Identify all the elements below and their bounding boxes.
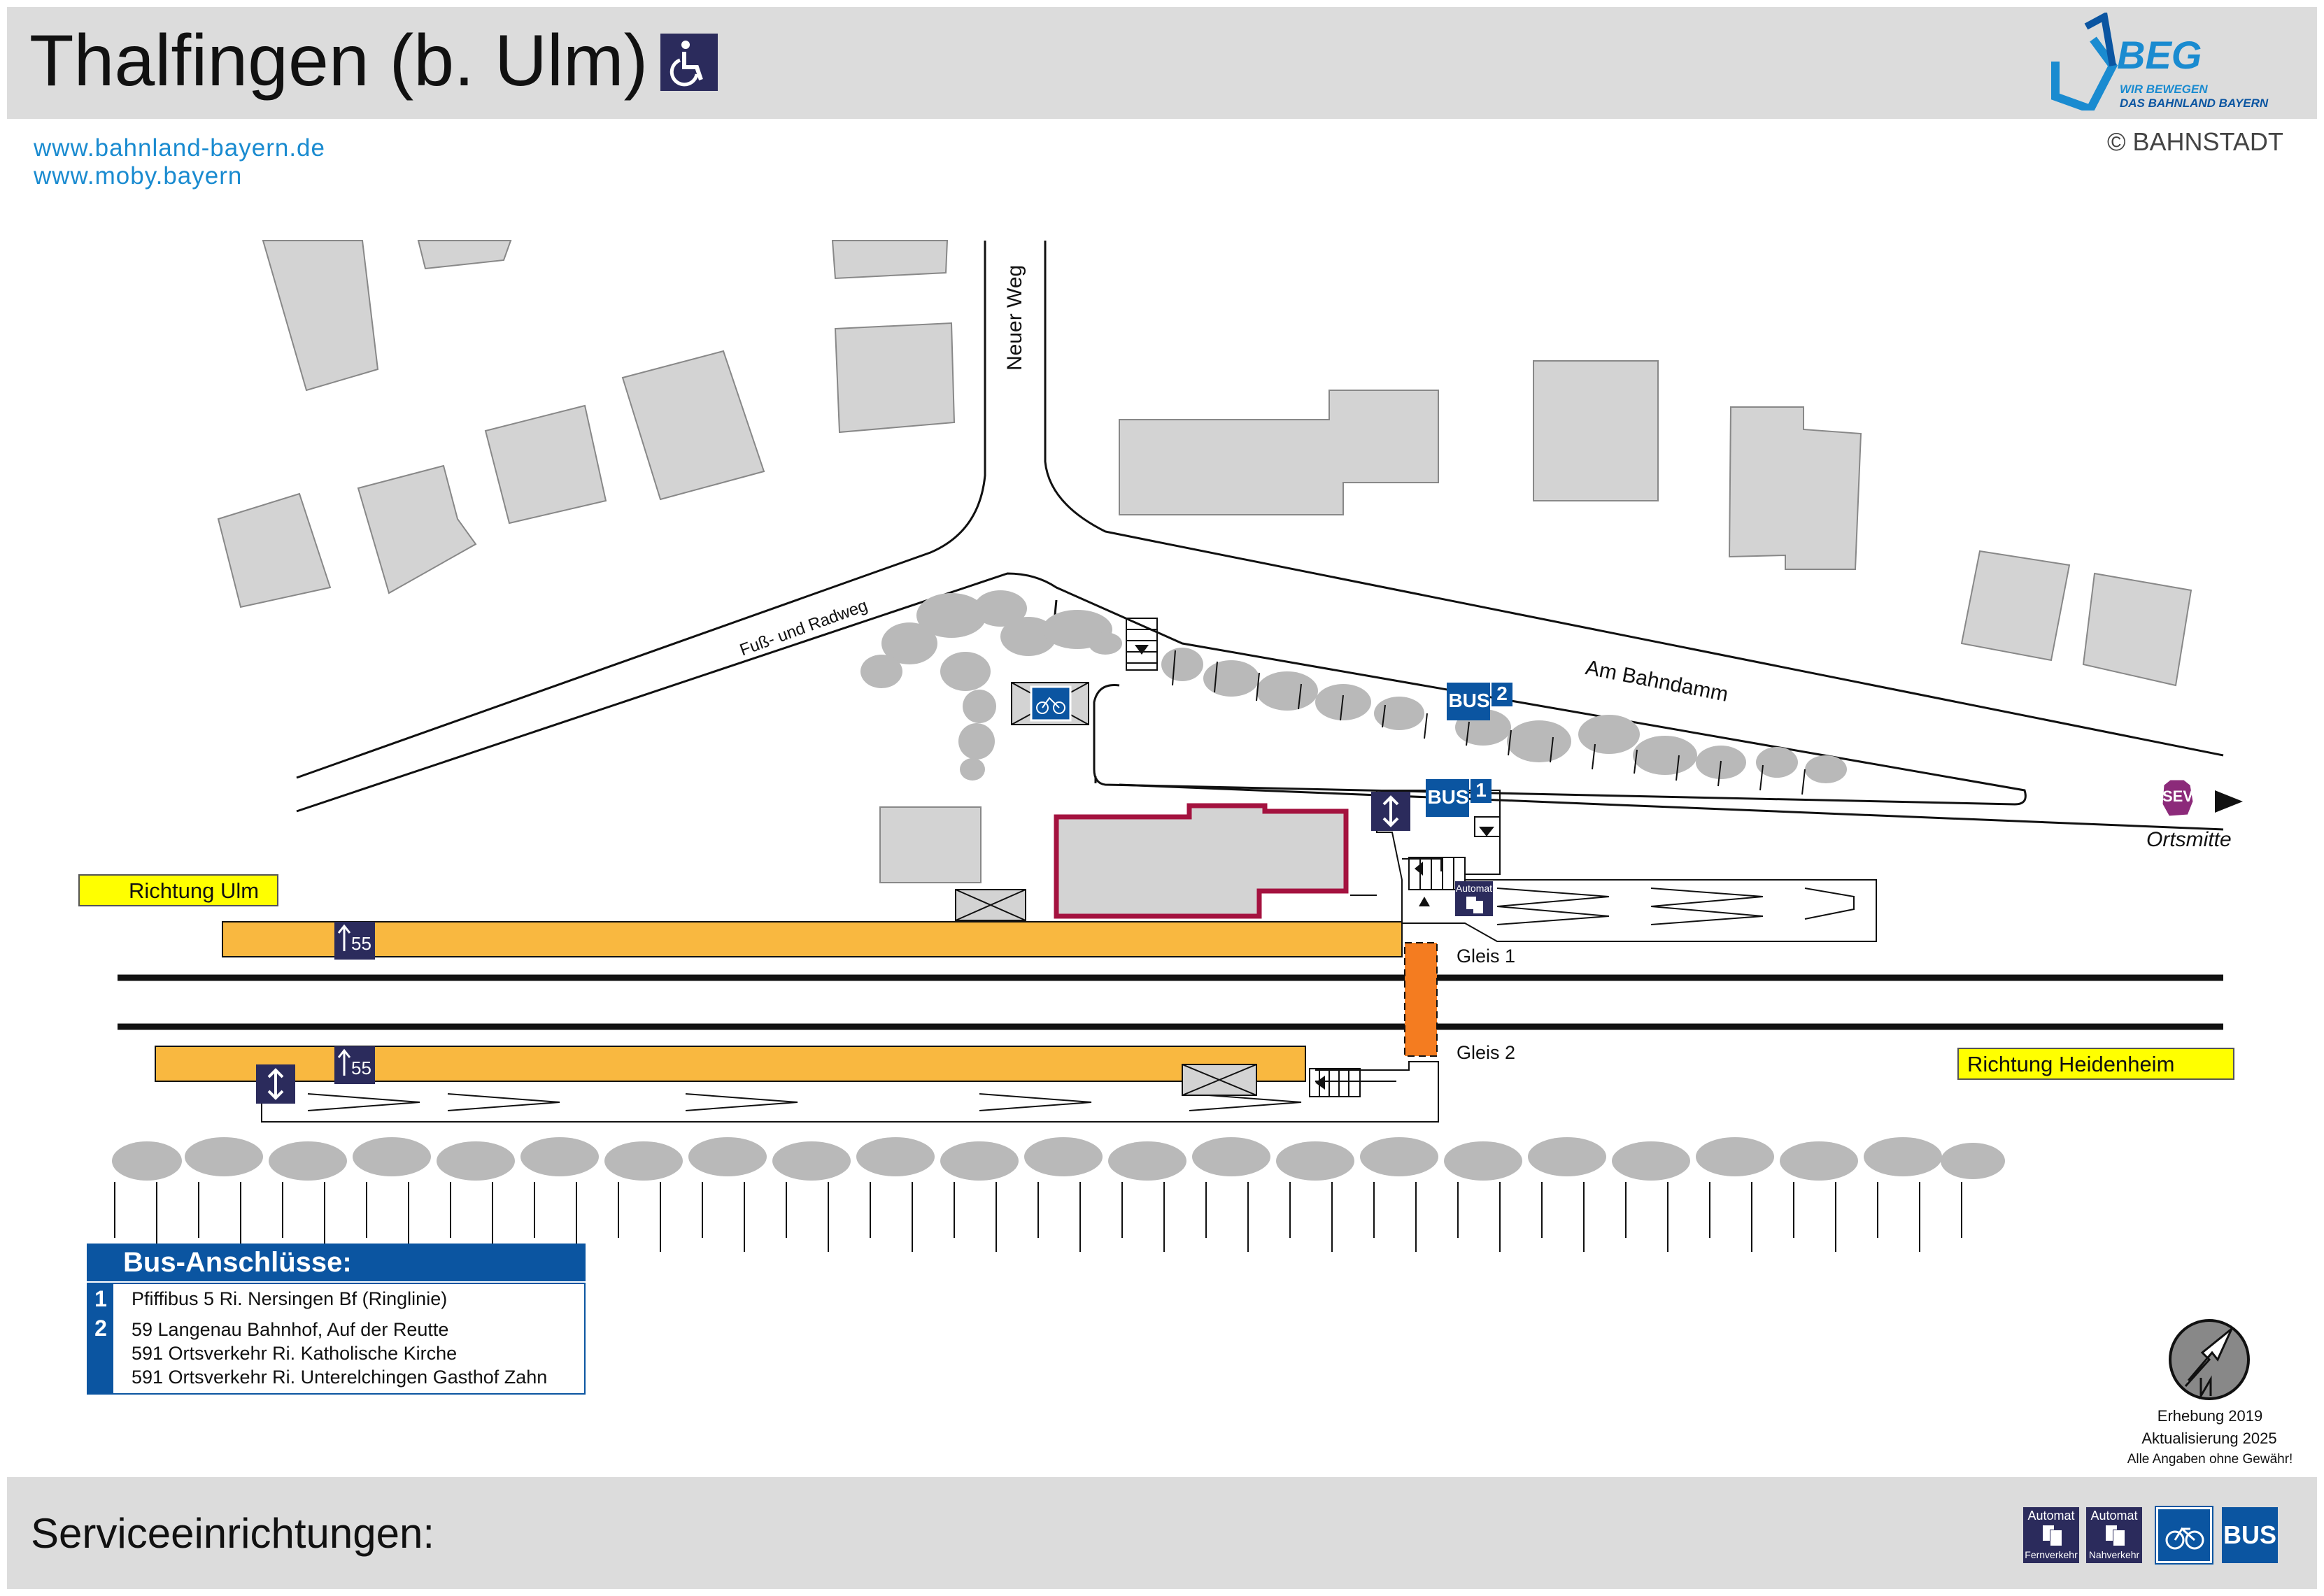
roads — [296, 241, 2224, 831]
elevator-icon-north — [1371, 792, 1410, 831]
footer-bar — [7, 1477, 2317, 1589]
direction-heidenheim-label: Richtung Heidenheim — [1967, 1052, 2175, 1076]
bus-connection-line-2-2: 591 Ortsverkehr Ri. Katholische Kirche — [132, 1343, 458, 1364]
ticket-machine-regional-icon: Automat Nahverkehr — [2086, 1507, 2142, 1563]
tree-row-south — [112, 1137, 2005, 1181]
ticket-machine-long-distance-icon: Automat Fernverkehr — [2023, 1507, 2079, 1563]
trees — [112, 590, 2005, 1181]
direction-ulm-label: Richtung Ulm — [129, 878, 260, 903]
platform-height-marker-2 — [334, 1046, 375, 1084]
wheelchair-icon — [660, 34, 718, 91]
elevator-icon-south — [256, 1064, 295, 1104]
service-label-1: Automat — [2027, 1509, 2075, 1523]
bus-icon: BUS — [2222, 1507, 2278, 1563]
beg-logo-tagline-1: WIR BEWEGEN — [2120, 83, 2208, 96]
header-bar — [7, 7, 2317, 119]
service-label-2: Automat — [2090, 1509, 2138, 1523]
buildings — [217, 240, 2192, 883]
platform-height-label-1: 55 — [351, 933, 371, 954]
fence-south — [114, 1182, 1962, 1252]
bus-stop-1-label: BUS — [1427, 786, 1469, 808]
level-crossing — [1404, 942, 1438, 1057]
street-label-neuer-weg: Neuer Weg — [1003, 264, 1026, 371]
bus-connection-line-1-1: Pfiffibus 5 Ri. Nersingen Bf (Ringlinie) — [132, 1288, 448, 1309]
copyright-bahnstadt: © BAHNSTADT — [2107, 127, 2283, 156]
bus-stop-2-icon — [1447, 683, 1512, 720]
station-title: Thalfingen (b. Ulm) — [29, 20, 649, 101]
note-update: Aktualisierung 2025 — [2141, 1430, 2277, 1447]
ramp-gleis-1 — [1350, 790, 1877, 957]
direction-heidenheim: Richtung Heidenheim — [1957, 1048, 2234, 1080]
bus-connections-heading: Bus-Anschlüsse: — [87, 1244, 586, 1281]
service-sub-1: Fernverkehr — [2025, 1549, 2078, 1560]
bus-stop-2-label: BUS — [1448, 690, 1490, 711]
ticket-machine-label: Automat — [1455, 883, 1493, 894]
bus-connection-line-2-1: 59 Langenau Bahnhof, Auf der Reutte — [132, 1319, 449, 1340]
bus-stop-1-icon — [1426, 779, 1492, 817]
link-bahnland-bayern[interactable]: www.bahnland-bayern.de — [34, 134, 325, 162]
services-title: Serviceeinrichtungen: — [31, 1510, 435, 1557]
track-label-gleis-1: Gleis 1 — [1457, 946, 1516, 967]
sev-badge: SEV — [2162, 788, 2194, 805]
direction-ulm: Richtung Ulm — [78, 874, 278, 906]
beg-logo-tagline-2: DAS BAHNLAND BAYERN — [2120, 97, 2269, 110]
bus-connections-table: 1 Pfiffibus 5 Ri. Nersingen Bf (Ringlini… — [87, 1283, 586, 1395]
bike-parking-icon — [2155, 1506, 2213, 1565]
beg-logo-name: BEG — [2117, 33, 2202, 77]
bus-connection-line-2-3: 591 Ortsverkehr Ri. Unterelchingen Gasth… — [132, 1367, 548, 1388]
ticket-machine-icon — [1455, 881, 1493, 916]
bus-connection-number-1: 1 — [88, 1284, 113, 1313]
link-moby-bayern[interactable]: www.moby.bayern — [34, 162, 243, 190]
service-sub-2: Nahverkehr — [2088, 1549, 2140, 1560]
bus-stop-1-number: 1 — [1475, 779, 1487, 801]
platform-height-label-2: 55 — [351, 1057, 371, 1078]
platform-gleis-2 — [155, 1046, 1306, 1082]
platform-gleis-1 — [222, 921, 1403, 957]
sev-label-ortsmitte: Ortsmitte — [2146, 828, 2232, 851]
note-survey: Erhebung 2019 — [2157, 1407, 2263, 1425]
fence-north — [1172, 650, 1806, 795]
north-arrow-icon — [2169, 1319, 2250, 1400]
stair-arrows — [1135, 645, 1494, 1090]
bike-parking-icon — [1011, 682, 1089, 725]
shelter-x-marks — [955, 889, 1257, 1096]
track-label-gleis-2: Gleis 2 — [1457, 1042, 1516, 1063]
beg-logo: BEG WIR BEWEGEN DAS BAHNLAND BAYERN — [2050, 11, 2288, 115]
note-disclaimer: Alle Angaben ohne Gewähr! — [2127, 1452, 2293, 1467]
sev-icon — [2160, 778, 2243, 818]
platform-height-marker-1 — [334, 922, 375, 960]
bus-connection-number-2: 2 — [88, 1313, 113, 1393]
bus-stop-2-number: 2 — [1496, 683, 1508, 704]
station-building — [1054, 803, 1349, 919]
